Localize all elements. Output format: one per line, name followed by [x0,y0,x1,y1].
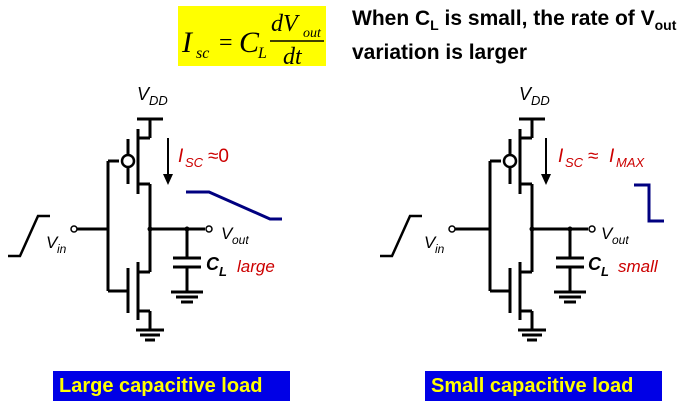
right-vdd-sub: DD [531,93,550,108]
formula-lhs: I [181,26,194,59]
right-cap-junction [567,226,573,232]
left-vin-sub: in [57,242,67,256]
headline-sub-l: L [430,17,439,34]
left-vout-label: V [221,224,234,243]
right-pmos-bubble [502,153,518,169]
right-isc-sub: SC [565,155,584,170]
formula-den: dt [283,44,303,70]
headline-text-b: is small, the rate of V [438,7,655,30]
right-input-node [448,225,456,233]
right-circuit [380,117,588,342]
formula-c: C [239,26,260,59]
caption-small-load: Small capacitive load [425,371,662,401]
headline-line1: When CL is small, the rate of Vout [352,5,676,39]
right-input-step [380,214,422,258]
headline-line2: variation is larger [352,41,528,65]
right-isc-rel: ≈ [588,146,598,167]
headline-sub-out: out [654,17,677,34]
left-pmos-bubble [120,153,136,169]
right-cl-sub: L [601,264,609,279]
headline-text-a: When C [352,7,431,30]
left-vdd-label: V [137,84,151,104]
right-output-node [588,225,596,233]
right-vdd-label: V [519,84,533,104]
right-imax-sub: MAX [616,155,646,170]
formula-c-sub: L [257,45,267,62]
left-cap-junction [184,226,190,232]
left-isc-sub: SC [185,155,204,170]
left-output-waveform [186,190,282,221]
right-cl-label: C [588,254,602,274]
left-vin-label: V [46,233,59,252]
right-imax-label: I [609,146,615,167]
left-isc-label: I [178,146,184,167]
right-output-junction [529,226,535,232]
formula-num: dV [271,11,300,37]
right-vin-sub: in [435,242,445,256]
caption-large-load: Large capacitive load [53,371,290,401]
left-vdd-sub: DD [149,93,168,108]
left-isc-rel: ≈0 [208,146,229,167]
left-output-junction [147,226,153,232]
right-output-waveform [634,183,664,223]
left-vout-sub: out [232,233,249,247]
left-circuit [8,117,205,342]
headline: When CL is small, the rate of Vout varia… [352,5,676,66]
right-vin-label: V [424,233,437,252]
left-input-node [70,225,78,233]
formula: I sc = C L dV out dt [181,11,324,70]
right-cl-note: small [618,257,659,276]
left-cl-sub: L [219,264,227,279]
formula-box [178,6,326,66]
formula-eq: = [219,30,233,56]
right-vout-sub: out [612,233,629,247]
right-vout-label: V [601,224,614,243]
left-cl-label: C [206,254,220,274]
formula-lhs-sub: sc [196,45,209,62]
formula-num-sub: out [303,26,322,41]
left-input-step [8,214,50,258]
left-output-node [205,225,213,233]
left-cl-note: large [237,257,275,276]
right-isc-label: I [558,146,564,167]
